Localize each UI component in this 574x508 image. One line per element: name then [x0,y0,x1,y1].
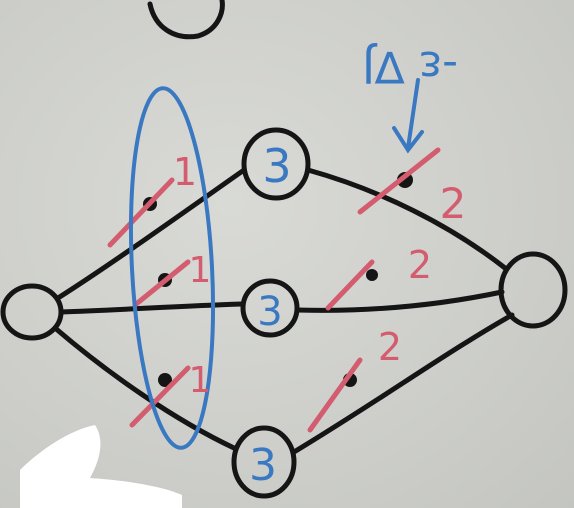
arrow-shaft [406,78,420,150]
strike-1b [132,259,191,308]
weight-2c-label: 2 [378,325,402,369]
weight-2a-label: 2 [440,179,467,228]
edge-hidden-2-output [294,289,505,313]
strike-1a [107,177,175,248]
edge-input-hidden-3 [52,325,237,451]
edge-hidden-3-output [291,312,515,455]
hidden-node-3 [231,425,297,499]
hidden-node-2-label: 3 [257,289,282,335]
strike-2c [307,357,363,433]
input-node [0,283,64,341]
weight-group-ellipse [128,86,216,450]
hidden-node-3-label: 3 [249,440,277,491]
weight-dot-2b [366,269,378,281]
hidden-node-1-label: 3 [262,139,291,193]
weight-dot-1c [158,373,172,387]
gradient-annotation: -ε ∇J [362,41,458,92]
top-partial-node [147,0,225,40]
edge-hidden-1-output [305,167,508,271]
foreground-glare [20,425,182,508]
weight-1b-label: 1 [189,250,212,291]
weight-1a-label: 1 [173,150,197,194]
weight-1c-label: 1 [189,360,212,401]
hidden-node-1 [241,127,311,201]
edge-input-hidden-2 [58,301,245,315]
strike-2b [325,259,375,311]
strike-1c [129,365,191,428]
strike-2a [357,147,441,215]
arrow-head [392,126,424,154]
weight-2b-label: 2 [408,243,432,287]
edge-input-hidden-1 [55,167,247,301]
